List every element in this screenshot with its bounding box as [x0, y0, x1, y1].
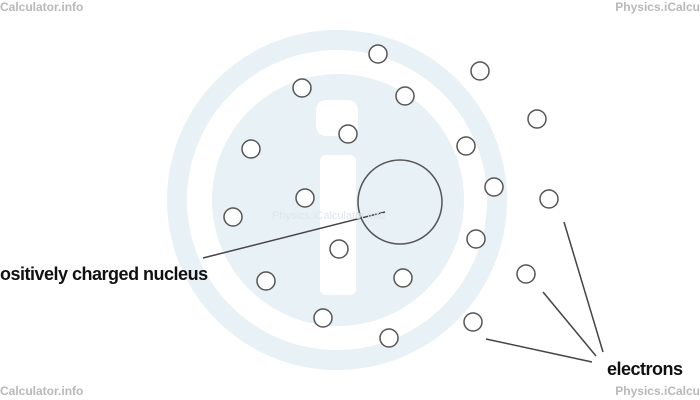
- electron: [379, 328, 399, 348]
- electron: [329, 239, 349, 259]
- electron: [313, 308, 333, 328]
- electron: [256, 271, 276, 291]
- electron: [470, 61, 490, 81]
- nucleus: [357, 159, 443, 245]
- electron-pointer-line: [485, 338, 593, 363]
- electron: [393, 268, 413, 288]
- electron: [295, 188, 315, 208]
- watermark-text: Calculator.info: [0, 384, 84, 398]
- electron: [292, 78, 312, 98]
- electron-pointer-line: [542, 291, 597, 357]
- electron: [516, 264, 536, 284]
- electron: [456, 136, 476, 156]
- electron: [368, 44, 388, 64]
- electron: [466, 229, 486, 249]
- electron: [539, 189, 559, 209]
- watermark-logo: [167, 30, 507, 370]
- electron: [484, 177, 504, 197]
- watermark-text: Physics.iCalcu: [615, 384, 700, 398]
- electrons-group: [223, 44, 559, 348]
- electron: [338, 124, 358, 144]
- electrons-label: electrons: [607, 359, 683, 379]
- electron: [395, 86, 415, 106]
- watermark-i-stem: [320, 155, 356, 295]
- electron: [527, 109, 547, 129]
- electron: [463, 312, 483, 332]
- watermark-ring: [167, 30, 507, 370]
- nucleus-pointer-line: [202, 211, 386, 259]
- electron: [223, 207, 243, 227]
- nucleus-label: ositively charged nucleus: [0, 264, 208, 284]
- electron-pointer-line: [563, 221, 604, 353]
- watermark-center-text: Physics.iCalculator.info: [272, 210, 386, 222]
- electron: [241, 139, 261, 159]
- watermark-text: Calculator.info: [0, 0, 84, 14]
- watermark-text: Physics.iCalcu: [615, 0, 700, 14]
